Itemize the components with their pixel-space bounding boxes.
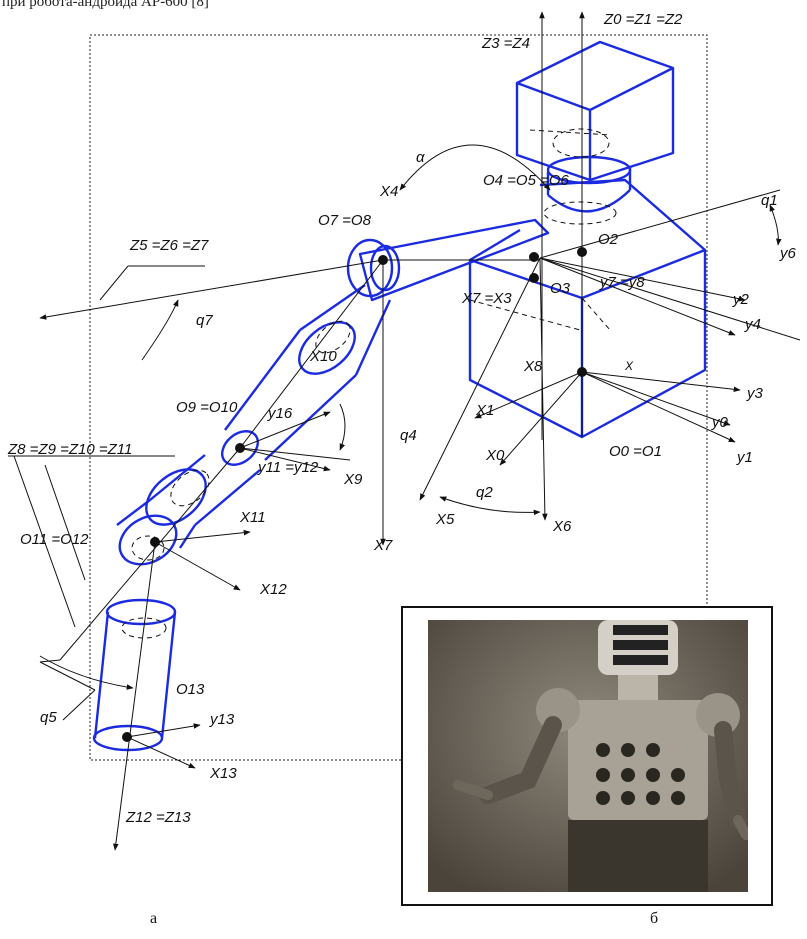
label-z8: Z8 =Z9 =Z10 =Z11 xyxy=(7,441,132,458)
label-y2: y2 xyxy=(732,291,750,308)
head-cube xyxy=(515,40,675,182)
label-o4: O4 =O5 =O6 xyxy=(483,172,570,189)
label-o11: O11 =O12 xyxy=(20,531,89,548)
label-o3: O3 xyxy=(550,280,571,297)
label-y4: y4 xyxy=(744,316,761,333)
label-y13: y13 xyxy=(209,711,235,728)
label-q2: q2 xyxy=(476,484,493,501)
label-y0: y0 xyxy=(711,414,729,431)
label-o2: O2 xyxy=(598,231,619,248)
label-x12: X12 xyxy=(259,581,287,598)
label-z3: Z3 =Z4 xyxy=(481,35,530,52)
label-y1: y1 xyxy=(736,449,753,466)
label-y3: y3 xyxy=(746,385,764,402)
label-o7: O7 =O8 xyxy=(318,212,372,229)
hand-top xyxy=(105,598,177,626)
dotted-frame xyxy=(89,34,708,761)
label-x11: X11 xyxy=(239,509,266,526)
label-q7: q7 xyxy=(196,312,213,329)
label-y6: y6 xyxy=(779,245,797,262)
forearm-cyl xyxy=(145,468,207,526)
label-alpha: α xyxy=(416,149,425,166)
label-x9: X9 xyxy=(343,471,363,488)
upper-arm xyxy=(224,284,392,461)
svg-text:X: X xyxy=(624,359,634,373)
label-x13: X13 xyxy=(209,765,237,782)
label-q5: q5 xyxy=(40,709,57,726)
elbow-joint xyxy=(221,430,259,466)
label-x7x3: X7 =X3 xyxy=(461,290,512,307)
label-x4: X4 xyxy=(379,183,398,200)
robot-structure xyxy=(92,40,707,752)
label-o0: O0 =O1 xyxy=(609,443,662,460)
label-y7: y7 =y8 xyxy=(599,274,645,291)
shoulder-joint xyxy=(346,238,394,298)
label-x6: X6 xyxy=(552,518,572,535)
label-x7: X7 xyxy=(373,537,393,554)
photo-frame xyxy=(401,606,773,906)
axes xyxy=(8,11,801,851)
label-z5: Z5 =Z6 =Z7 xyxy=(129,237,209,254)
label-x10: X10 xyxy=(309,348,337,365)
joint-points xyxy=(122,247,587,742)
forearm xyxy=(116,454,261,549)
header-label: при робота-андроида АР-600 [8] xyxy=(2,0,209,10)
label-x5: X5 xyxy=(435,511,455,528)
labels: Z0 =Z1 =Z2 Z3 =Z4 α X4 O4 =O5 =O6 q1 Z5 … xyxy=(7,11,797,826)
label-z0: Z0 =Z1 =Z2 xyxy=(603,11,683,28)
shoulder-joint-inner xyxy=(369,244,401,292)
label-o13: O13 xyxy=(176,681,205,698)
label-o9: O9 =O10 xyxy=(176,399,238,416)
label-x0: X0 xyxy=(485,447,505,464)
label-y16: y16 xyxy=(267,405,293,422)
caption-b: б xyxy=(650,910,659,927)
hidden-lines xyxy=(121,128,617,639)
label-x1: X1 xyxy=(475,402,494,419)
elbow-upper xyxy=(298,321,356,375)
label-q1: q1 xyxy=(761,192,778,209)
robot-photo xyxy=(428,620,748,892)
label-z12: Z12 =Z13 xyxy=(125,809,191,826)
header-text-cropped: при робота-андроида АР-600 [8] xyxy=(0,0,807,20)
torso-body xyxy=(468,178,707,439)
caption-a: а xyxy=(150,910,158,927)
label-x8: X8 xyxy=(523,358,543,375)
label-y11: y11 =y12 xyxy=(257,459,319,476)
hand-cylinder xyxy=(93,611,177,739)
upper-link xyxy=(358,218,550,302)
label-q4: q4 xyxy=(400,427,417,444)
